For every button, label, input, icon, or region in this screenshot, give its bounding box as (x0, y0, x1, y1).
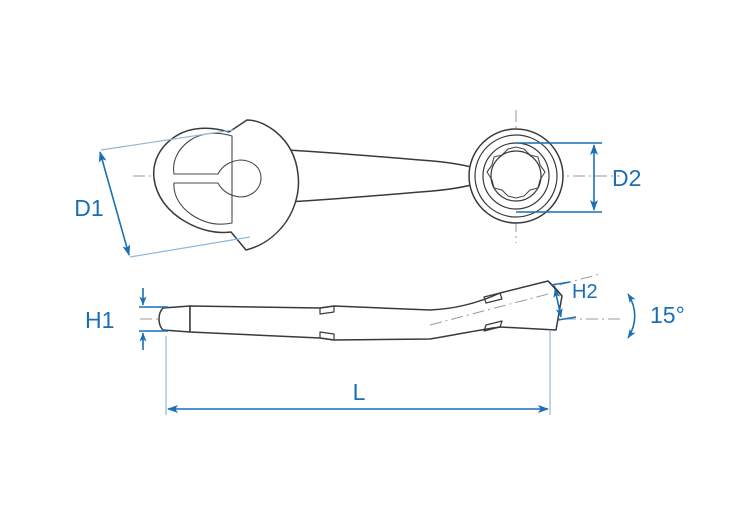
dimension-angle: 15° (627, 293, 685, 339)
box-end-chamfer-ring (474, 134, 558, 218)
box-end-12-point-profile (486, 146, 546, 199)
h2-extension-line-top (550, 281, 571, 286)
l-label: L (353, 379, 366, 405)
h2-extension-line-bottom (557, 316, 577, 321)
side-open-end-head (158, 305, 191, 333)
angle-label: 15° (650, 302, 685, 328)
side-view-group: H1 H2 15° L (85, 273, 685, 415)
d1-extension-line-bottom (129, 236, 251, 258)
d1-extension-line-top (100, 129, 234, 151)
dimension-d2: D2 (516, 142, 641, 213)
side-bend-step-upper (483, 292, 503, 304)
top-view-group: D1 D2 (74, 110, 641, 258)
side-bend-step-lower (483, 320, 503, 332)
open-jaw-opening (173, 132, 262, 225)
d1-label: D1 (74, 195, 103, 221)
angle-arc (627, 293, 636, 339)
dimension-h2: H2 (550, 281, 598, 321)
side-shank-step-upper (319, 305, 335, 315)
d1-dimension-line (98, 151, 131, 256)
side-wrench-body (189, 280, 563, 341)
h1-label: H1 (85, 307, 114, 333)
side-angled-inner-centerline (429, 292, 553, 326)
box-end-inner-circle (490, 150, 542, 202)
side-shank-step-lower (319, 331, 335, 341)
d2-label: D2 (612, 165, 641, 191)
dimension-h1: H1 (85, 288, 168, 350)
h2-dimension-line (553, 288, 563, 318)
dimension-l: L (165, 330, 551, 415)
h2-label: H2 (572, 281, 598, 303)
dimension-d1: D1 (74, 129, 251, 258)
